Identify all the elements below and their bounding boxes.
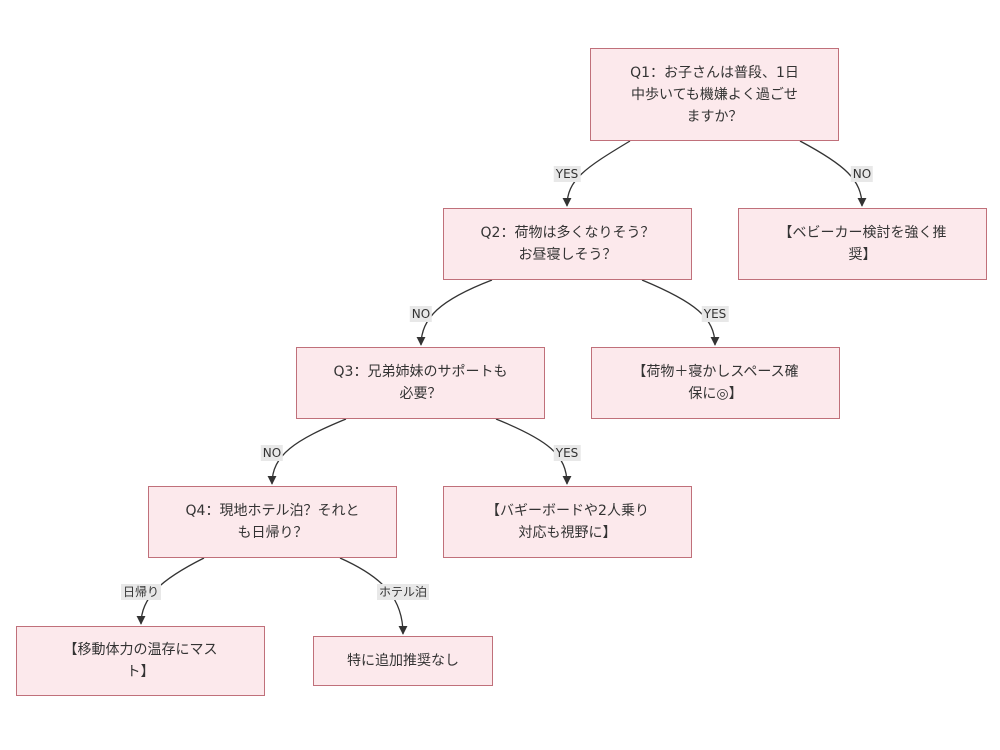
edge-label-q2-yes: YES <box>701 306 729 322</box>
edge-label-q1-yes: YES <box>553 166 581 182</box>
q3-node: Q3：兄弟姉妹のサポートも 必要？ <box>296 347 545 419</box>
result-hotel-node: 特に追加推奨なし <box>313 636 493 686</box>
edge-label-q4-hotel: ホテル泊 <box>376 584 430 600</box>
edge-label-q3-yes: YES <box>553 445 581 461</box>
edge-label-q3-no: NO <box>260 445 284 461</box>
result-daytrip-node: 【移動体力の温存にマス ト】 <box>16 626 265 696</box>
result-stroller-node: 【ベビーカー検討を強く推 奨】 <box>738 208 987 280</box>
edge-label-q1-no: NO <box>850 166 874 182</box>
result-buggy-node: 【バギーボードや2人乗り 対応も視野に】 <box>443 486 692 558</box>
result-luggage-node: 【荷物＋寝かしスペース確 保に◎】 <box>591 347 840 419</box>
edge-label-q4-daytrip: 日帰り <box>120 584 162 600</box>
edge-label-q2-no: NO <box>409 306 433 322</box>
q4-node: Q4：現地ホテル泊？それと も日帰り？ <box>148 486 397 558</box>
edge-q2-no <box>416 279 493 346</box>
edge-q1-no <box>799 140 867 207</box>
edge-q1-yes <box>562 140 631 207</box>
edge-q3-no <box>267 418 347 485</box>
edge-q2-yes <box>641 279 720 346</box>
q1-node: Q1：お子さんは普段、1日 中歩いても機嫌よく過ごせ ますか？ <box>590 48 839 141</box>
edge-q3-yes <box>495 418 572 485</box>
q2-node: Q2：荷物は多くなりそう？ お昼寝しそう？ <box>443 208 692 280</box>
